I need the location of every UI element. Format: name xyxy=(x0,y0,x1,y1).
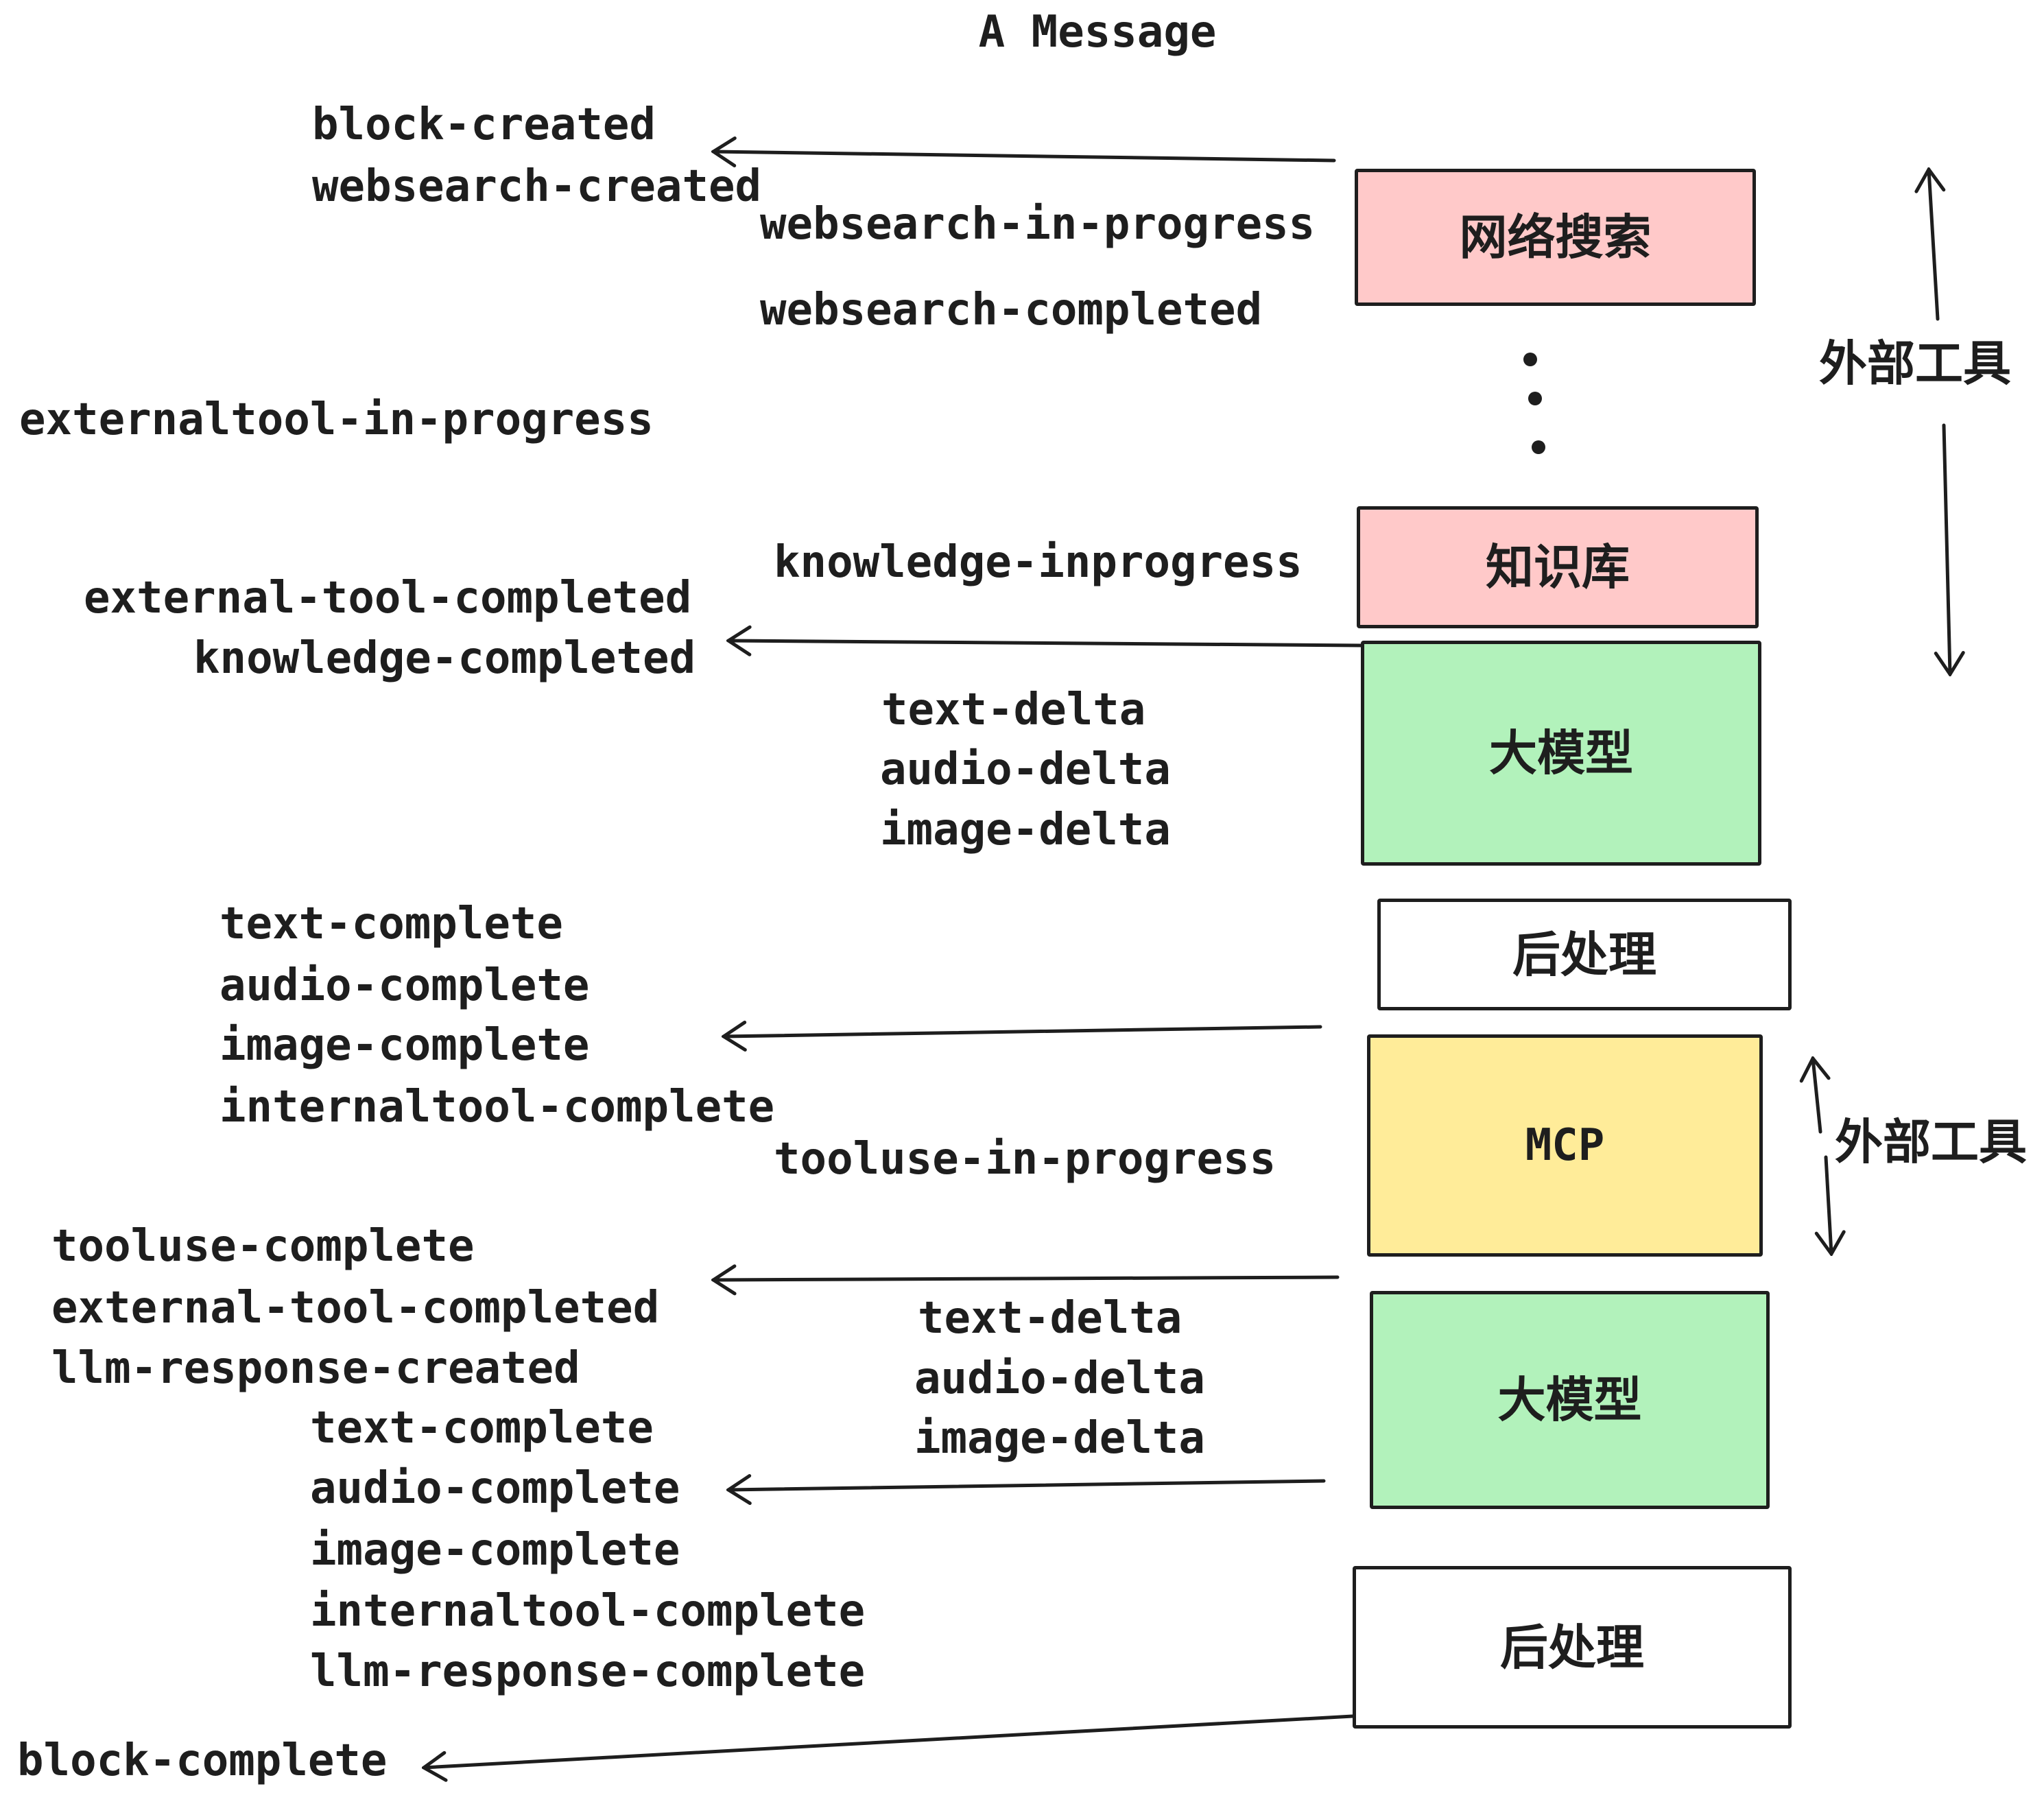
box-llm-2-label: 大模型 xyxy=(1497,1372,1642,1428)
external-tools-mcp-down-arrow xyxy=(1826,1155,1831,1254)
event-audio-delta-1: audio-delta xyxy=(880,744,1171,795)
event-llm-response-created: llm-response-created xyxy=(51,1343,580,1394)
event-externaltool-in-progress: externaltool-in-progress xyxy=(19,394,654,445)
box-llm-2: 大模型 xyxy=(1370,1291,1770,1509)
arrow-knowledge-completed xyxy=(728,641,1364,645)
arrow-tooluse-complete xyxy=(713,1277,1340,1280)
event-block-complete: block-complete xyxy=(17,1735,388,1786)
diagram-title: A Message xyxy=(978,7,1217,58)
box-knowledge-label: 知识库 xyxy=(1486,539,1630,595)
box-llm-1-label: 大模型 xyxy=(1489,725,1633,781)
event-knowledge-completed: knowledge-completed xyxy=(193,633,696,684)
box-mcp-label: MCP xyxy=(1525,1120,1605,1171)
box-knowledge: 知识库 xyxy=(1357,506,1759,628)
event-block-created: block-created xyxy=(312,99,656,150)
event-internaltool-complete-1: internaltool-complete xyxy=(219,1082,775,1132)
event-text-delta-2: text-delta xyxy=(918,1293,1183,1344)
event-image-complete-1: image-complete xyxy=(219,1020,590,1071)
event-audio-complete-1: audio-complete xyxy=(219,960,590,1011)
box-websearch: 网络搜索 xyxy=(1355,169,1756,306)
arrow-block-created xyxy=(713,152,1336,161)
box-postprocess-1: 后处理 xyxy=(1377,899,1792,1010)
arrow-audio-complete-2 xyxy=(728,1481,1326,1490)
box-postprocess-1-label: 后处理 xyxy=(1512,926,1656,983)
external-tools-label-top: 外部工具 xyxy=(1819,335,2011,392)
external-tools-top-down-arrow xyxy=(1944,423,1950,674)
box-postprocess-2-label: 后处理 xyxy=(1500,1619,1644,1676)
event-audio-delta-2: audio-delta xyxy=(914,1353,1205,1404)
box-postprocess-2: 后处理 xyxy=(1353,1566,1792,1729)
box-websearch-label: 网络搜索 xyxy=(1459,209,1652,265)
event-websearch-created: websearch-created xyxy=(312,161,762,212)
box-llm-1: 大模型 xyxy=(1361,641,1761,866)
event-llm-response-complete: llm-response-complete xyxy=(310,1646,866,1697)
event-websearch-completed: websearch-completed xyxy=(760,285,1263,335)
event-tooluse-complete: tooluse-complete xyxy=(51,1221,475,1272)
external-tools-top-up-arrow xyxy=(1929,169,1938,321)
box-mcp: MCP xyxy=(1367,1034,1763,1257)
event-audio-complete-2: audio-complete xyxy=(310,1463,680,1514)
ellipsis-dots xyxy=(1523,353,1545,454)
external-tools-label-mcp: 外部工具 xyxy=(1835,1114,2027,1170)
event-websearch-in-progress: websearch-in-progress xyxy=(760,199,1316,250)
event-text-complete-2: text-complete xyxy=(310,1403,654,1453)
event-image-delta-1: image-delta xyxy=(880,805,1171,855)
event-text-complete-1: text-complete xyxy=(219,899,563,949)
event-image-complete-2: image-complete xyxy=(310,1525,680,1576)
event-knowledge-inprogress: knowledge-inprogress xyxy=(774,537,1303,588)
arrow-image-complete xyxy=(724,1027,1322,1036)
event-text-delta-1: text-delta xyxy=(881,685,1146,735)
event-tooluse-in-progress: tooluse-in-progress xyxy=(774,1134,1276,1185)
arrow-block-complete xyxy=(424,1714,1355,1768)
event-internaltool-complete-2: internaltool-complete xyxy=(310,1586,866,1637)
event-external-tool-completed: external-tool-completed xyxy=(84,573,692,624)
event-image-delta-2: image-delta xyxy=(914,1413,1205,1464)
external-tools-mcp-up-arrow xyxy=(1813,1058,1820,1134)
event-external-tool-completed-2: external-tool-completed xyxy=(51,1283,660,1333)
